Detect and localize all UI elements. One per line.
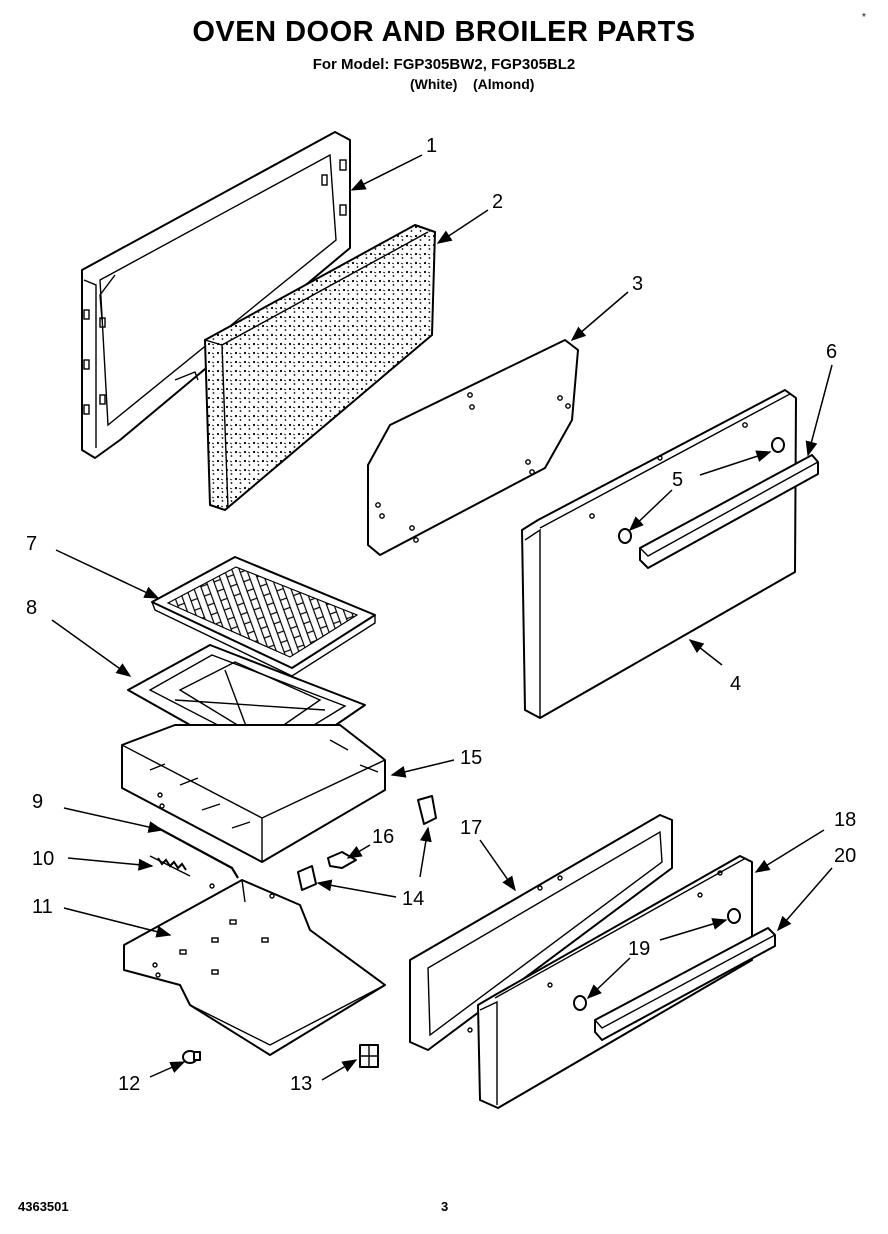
part-9-rod <box>157 827 239 879</box>
part-13-hinge <box>359 1044 379 1068</box>
leader-13 <box>321 1059 358 1081</box>
callout-7: 7 <box>26 533 37 555</box>
callout-8: 8 <box>26 597 37 619</box>
part-7-broiler-grid <box>151 556 376 677</box>
callout-labels: 1 2 3 4 5 6 7 8 9 10 11 12 13 14 15 16 1… <box>26 135 856 1095</box>
leader-19a <box>659 918 728 941</box>
variant-labels: (White) (Almond) <box>410 76 534 92</box>
part-10-spring <box>149 855 215 889</box>
callout-11: 11 <box>32 896 53 918</box>
variant-almond: (Almond) <box>473 76 535 92</box>
part-15-broiler-pan <box>121 724 386 863</box>
callout-10: 10 <box>32 848 54 870</box>
leader-12 <box>149 1061 186 1078</box>
callout-19: 19 <box>628 938 650 960</box>
leader-3 <box>570 291 629 341</box>
page-number: 3 <box>441 1199 449 1214</box>
leader-6 <box>805 364 833 457</box>
model-line: For Model: FGP305BW2, FGP305BL2 <box>312 56 576 73</box>
page-title: OVEN DOOR AND BROILER PARTS <box>192 16 696 48</box>
leader-8 <box>51 619 132 677</box>
callout-12: 12 <box>118 1073 140 1095</box>
part-17-broiler-door-frame <box>409 814 673 1051</box>
leader-17 <box>479 839 516 892</box>
leader-7 <box>55 549 160 599</box>
part-2-insulation-pad <box>204 224 436 511</box>
callout-17: 17 <box>460 817 482 839</box>
leader-20 <box>777 867 833 932</box>
callout-3: 3 <box>632 273 643 295</box>
leader-18 <box>754 829 825 873</box>
leader-5a <box>699 450 772 476</box>
callout-1: 1 <box>426 135 437 157</box>
variant-white: (White) <box>410 76 458 92</box>
callout-9: 9 <box>32 791 43 813</box>
callout-14: 14 <box>402 888 424 910</box>
leader-9 <box>63 807 164 833</box>
callout-18: 18 <box>834 809 856 831</box>
part-19-spacers <box>573 908 741 1011</box>
leader-1 <box>350 154 423 191</box>
document-number: 4363501 <box>18 1199 69 1214</box>
callout-5: 5 <box>672 469 683 491</box>
callout-13: 13 <box>290 1073 312 1095</box>
part-5-handle-spacers <box>618 437 785 544</box>
leader-15 <box>390 759 455 778</box>
part-18-broiler-door-panel <box>477 855 753 1109</box>
callout-2: 2 <box>492 191 503 213</box>
leader-19b <box>586 957 631 1000</box>
leader-2 <box>436 209 489 244</box>
leader-5b <box>628 489 673 532</box>
callout-16: 16 <box>372 826 394 848</box>
leader-11 <box>63 907 172 938</box>
callout-6: 6 <box>826 341 837 363</box>
callout-15: 15 <box>460 747 482 769</box>
leader-14a <box>316 879 397 898</box>
callout-20: 20 <box>834 845 856 867</box>
leader-4 <box>688 639 723 666</box>
part-14-bracket <box>297 795 437 891</box>
leader-16 <box>346 844 371 859</box>
corner-mark: * <box>862 12 866 23</box>
part-3-door-shield <box>367 339 579 556</box>
part-16-clip <box>327 851 357 869</box>
part-12-roller <box>182 1050 201 1064</box>
leader-10 <box>67 857 154 871</box>
callout-4: 4 <box>730 673 741 695</box>
leader-lines <box>51 154 833 1081</box>
leader-14b <box>419 826 432 878</box>
part-20-broiler-handle <box>594 927 776 1041</box>
part-11-drawer-bottom <box>123 879 386 1056</box>
